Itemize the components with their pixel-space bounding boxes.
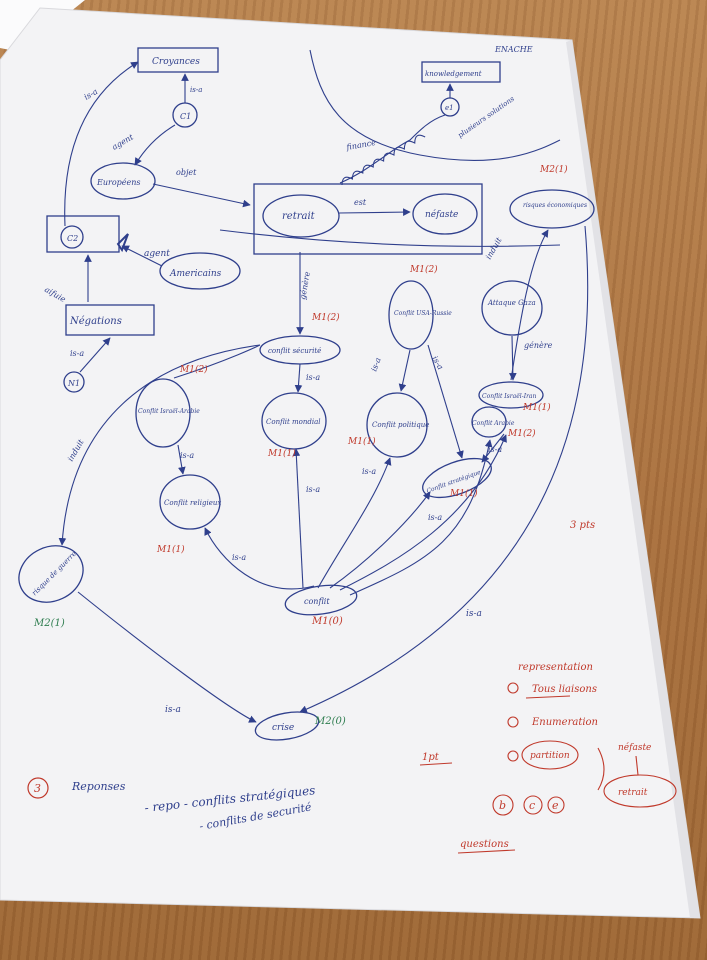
conflits-religieux-node [159, 474, 221, 530]
croyances-label: Croyances [152, 57, 200, 67]
note-retrait: retrait [618, 788, 648, 798]
grade-label: M1(1) [267, 448, 296, 459]
note-enumeration: Enumeration [531, 717, 598, 728]
grade-label: M1(1) [156, 544, 185, 555]
conflit-politique-label: Conflit politique [372, 421, 429, 429]
answers-label: Reponses [71, 780, 126, 793]
paper-sheet [0, 7, 701, 919]
conflit-arabie-node [471, 406, 507, 438]
grade-label: M1(2) [311, 312, 340, 323]
attaque-gaza-node [481, 280, 543, 336]
c2-box [46, 215, 120, 253]
note-tous-liens: Tous liaisons [532, 684, 597, 695]
note-c: c [529, 799, 535, 812]
answer-number: 3 [34, 782, 41, 795]
risque-de-guerre-node [18, 545, 84, 603]
note-e: e [552, 799, 559, 812]
crise-label: crise [272, 723, 294, 733]
grade-label: M1(2) [507, 428, 536, 439]
conflits-religieux-label: Conflit religieux [164, 499, 221, 507]
conflit-usa-russie-label: Conflit USA-Russie [394, 310, 452, 317]
edge-is-a: is-a [362, 467, 376, 476]
note-nefaste: néfaste [618, 742, 651, 753]
conflit-securite-label: conflit sécurité [268, 347, 321, 355]
knowledgement-box [421, 61, 501, 83]
conflit-israel-iran-label: Conflit Israël-Iran [482, 393, 537, 400]
note-representation: representation [518, 662, 593, 673]
risques-economiques-node [509, 189, 595, 229]
negations-box [65, 304, 155, 336]
n1-circle [63, 371, 85, 393]
grade-label: M2(0) [314, 716, 346, 727]
retrait-node [262, 194, 340, 238]
europeens-label: Européens [96, 178, 140, 187]
edge-is-a: is-a [488, 445, 502, 454]
edge-is-a: is-a [306, 373, 320, 382]
grade-label: M2(1) [539, 164, 568, 175]
edge-est: est [354, 198, 367, 207]
edge-is-a: is-a [466, 609, 482, 619]
conflit-israel-arabie-node [135, 378, 191, 448]
europeens-node [90, 162, 156, 200]
conflit-mondial-label: Conflit mondial [266, 418, 321, 426]
attaque-gaza-label: Attaque Gaza [487, 299, 536, 307]
edge-is-a: is-a [165, 705, 181, 715]
edge-genere: génère [524, 341, 553, 350]
points-label: 1pt [422, 752, 440, 763]
header-name: ENACHE [494, 45, 533, 54]
points-label: 3 pts [570, 520, 595, 531]
edge-is-a: is-a [428, 513, 442, 522]
nefaste-node [412, 193, 478, 235]
note-questions: questions [460, 839, 509, 850]
c2-label: C2 [67, 234, 78, 243]
retrait-box [253, 183, 483, 255]
note-b: b [499, 799, 506, 812]
c1-label: C1 [180, 112, 191, 121]
conflit-israel-arabie-label: Conflit Israël-Arabie [138, 408, 200, 415]
e1-label: e1 [445, 104, 454, 112]
conflit-usa-russie-node [388, 280, 434, 350]
c2-circle [60, 225, 84, 249]
americains-node [159, 252, 241, 290]
grade-label: M1(1) [522, 402, 551, 413]
edge-objet: objet [176, 168, 197, 177]
grade-label: M1(1) [347, 436, 376, 447]
edge-agent: agent [144, 249, 170, 259]
edge-is-a: is-a [190, 86, 202, 94]
negations-label: Négations [69, 316, 122, 327]
note-partition: partition [530, 751, 570, 761]
conflit-arabie-label: Conflit Arabie [472, 420, 515, 427]
croyances-box [137, 47, 219, 73]
edge-is-a: is-a [306, 485, 320, 494]
edge-is-a: is-a [70, 349, 84, 358]
n1-label: N1 [67, 379, 80, 388]
grade-label: M1(2) [409, 264, 438, 275]
edge-is-a: is-a [180, 451, 194, 460]
crise-node [254, 711, 320, 741]
edge-is-a: is-a [232, 553, 246, 562]
conflit-israel-iran-node [478, 381, 544, 409]
knowledgement-label: knowledgement [425, 70, 482, 78]
risques-economiques-label: risques économiques [523, 202, 587, 209]
grade-label: M1(0) [311, 616, 343, 627]
retrait-label: retrait [282, 211, 316, 222]
nefaste-label: néfaste [425, 209, 458, 220]
conflit-label: conflit [304, 597, 330, 606]
grade-label: M2(1) [33, 618, 65, 629]
grade-label: M1(2) [179, 364, 208, 375]
grade-label: M1(1) [449, 488, 478, 499]
americains-label: Americains [169, 269, 222, 279]
conflit-politique-node [366, 392, 428, 458]
